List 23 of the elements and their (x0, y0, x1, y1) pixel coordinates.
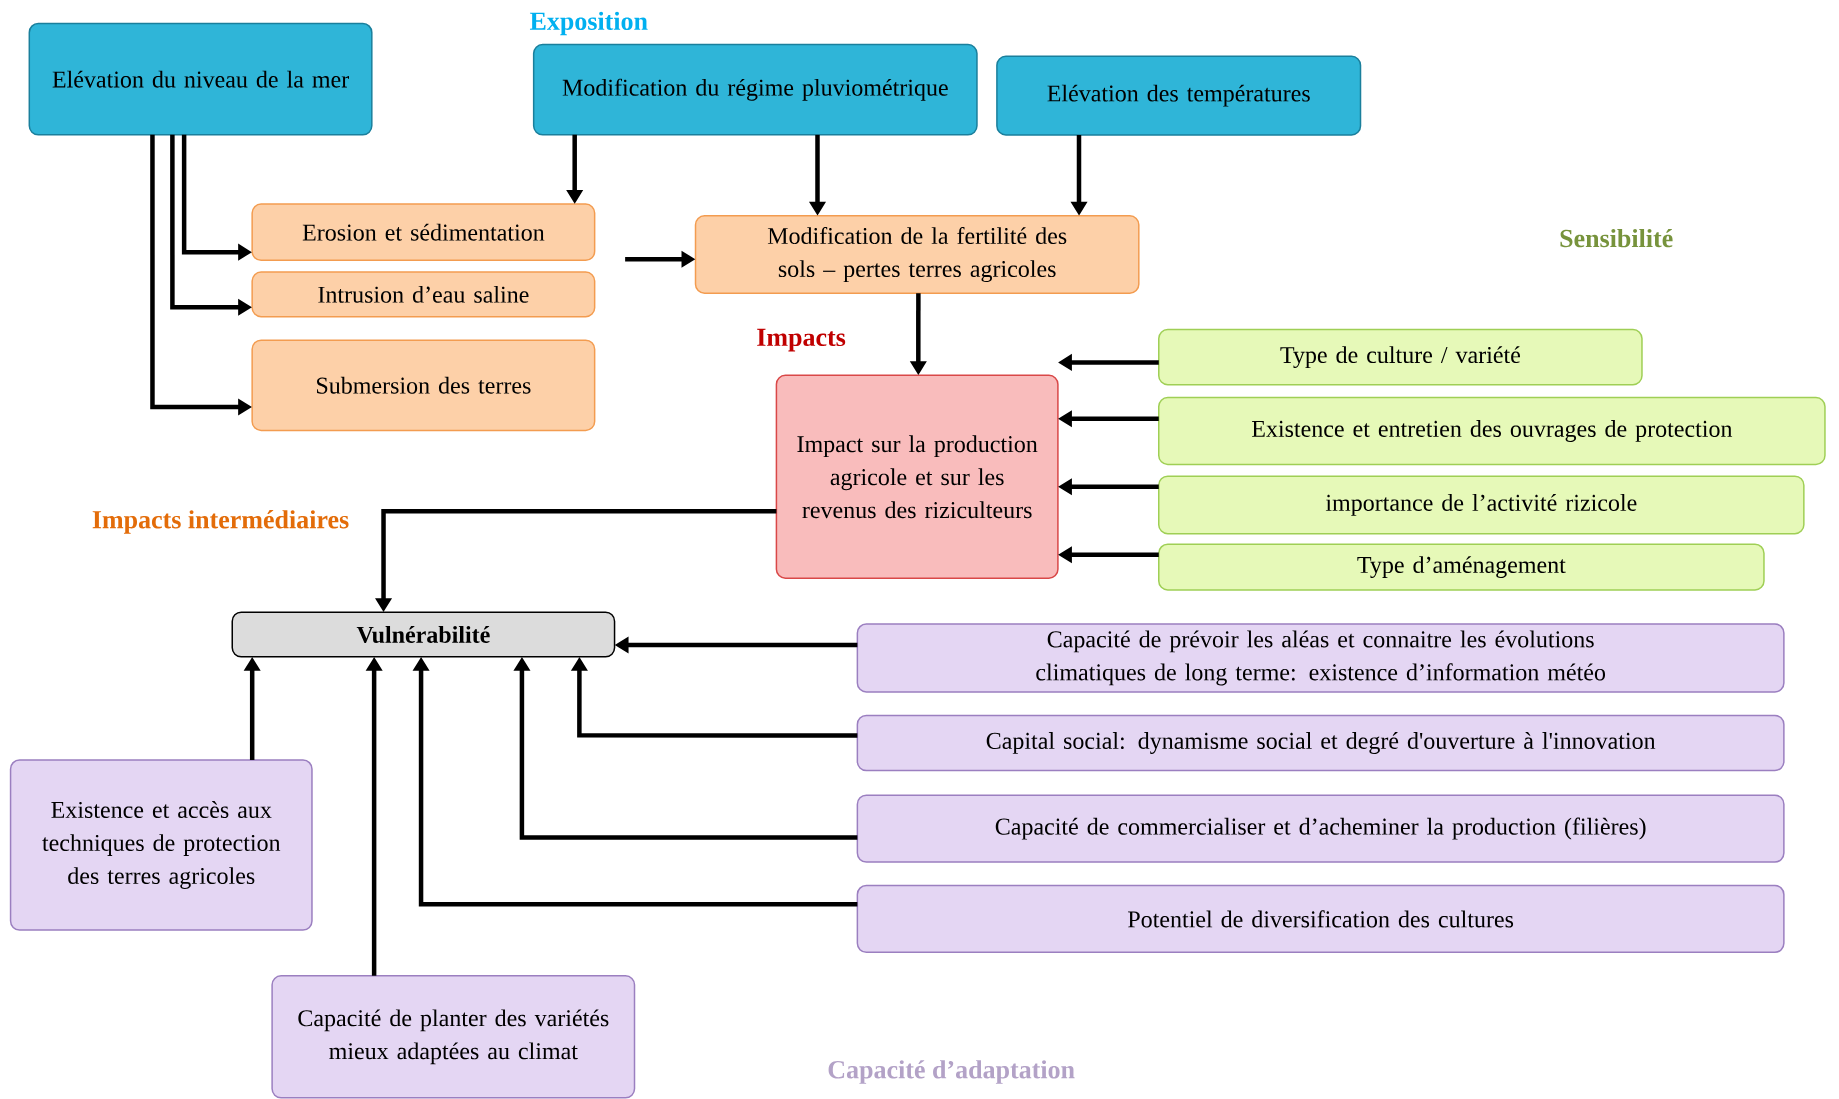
factor-box: importance de l’activité rizicole (1158, 475, 1805, 535)
capacity-box: Capital social: dynamisme social et degré d'ouverture à l'innovation (856, 714, 1785, 772)
process-box: Submersion des terres (251, 339, 596, 432)
capacity-box: Existence et accès aux techniques de protection des terres agricoles (9, 759, 313, 931)
section-label: Capacité d’adaptation (828, 1060, 1075, 1084)
capacity-box: Capacité de prévoir les aléas et connaitre les évolutions climatiques de long terme: existence d’information météo (856, 623, 1785, 693)
result-box: Vulnérabilité (231, 611, 616, 658)
capacity-box: Capacité de commercialiser et d’acheminer la production (filières) (856, 794, 1785, 863)
section-label: Impacts intermédiaires (92, 510, 349, 534)
factor-box: Existence et entretien des ouvrages de protection (1158, 396, 1826, 466)
header-box: Modification du régime pluviométrique (532, 43, 978, 136)
impact-box: Impact sur la production agricole et sur les revenus des riziculteurs (775, 374, 1059, 579)
process-box: Modification de la fertilité des sols – pertes terres agricoles (694, 215, 1140, 294)
header-box: Elévation du niveau de la mer (28, 22, 373, 136)
process-box: Erosion et sédimentation (251, 203, 596, 262)
section-label: Sensibilité (1560, 228, 1673, 248)
capacity-box: Capacité de planter des variétés mieux adaptées au climat (271, 975, 636, 1099)
capacity-box: Potentiel de diversification des cultures (856, 884, 1785, 954)
process-box: Intrusion d’eau saline (251, 271, 596, 318)
factor-box: Type d’aménagement (1158, 543, 1765, 591)
header-box: Elévation des températures (996, 55, 1362, 136)
section-label: Impacts (757, 328, 846, 352)
factor-box: Type de culture / variété (1158, 328, 1643, 386)
